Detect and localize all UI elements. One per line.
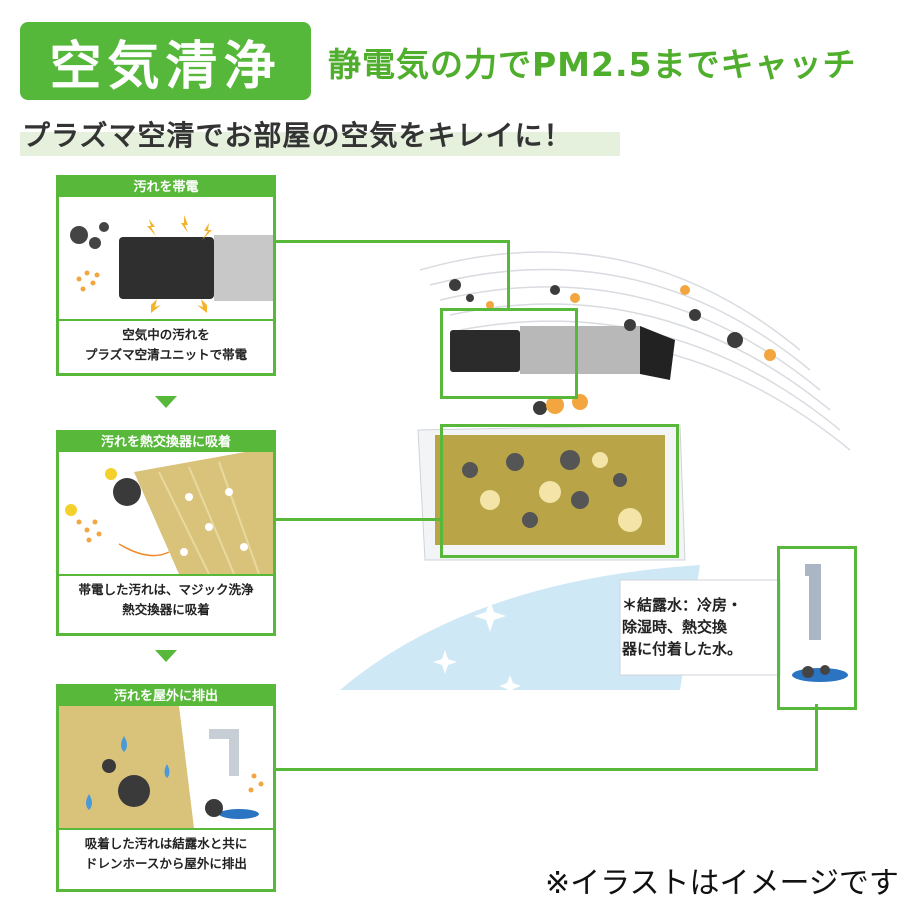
note-line-2: 除湿時、熱交換 bbox=[622, 618, 728, 636]
step-caption-line-1: 吸着した汚れは結露水と共に bbox=[84, 836, 248, 851]
plasma-unit-icon bbox=[450, 330, 520, 372]
step-caption-line-2: プラズマ空清ユニットで帯電 bbox=[84, 347, 248, 362]
step-panel-discharge: 汚れを屋外に排出 吸着した汚れは結露水と共に ドレンホースから屋外に排出 bbox=[56, 684, 276, 892]
down-arrow-icon bbox=[155, 650, 177, 662]
drain-hose-zoom-frame bbox=[777, 546, 857, 710]
cool-air-icon bbox=[340, 565, 700, 690]
connector-line-1b bbox=[507, 240, 510, 310]
step-title: 汚れを熱交換器に吸着 bbox=[59, 433, 273, 452]
subhead-highlight bbox=[20, 132, 620, 156]
heat-exchanger-zoom-frame bbox=[440, 424, 679, 558]
title-badge: 空気清浄 bbox=[20, 22, 311, 100]
down-arrow-icon bbox=[155, 396, 177, 408]
air-conditioner-illustration bbox=[340, 251, 851, 697]
headline: 静電気の力でPM2.5までキャッチ bbox=[328, 45, 857, 84]
connector-line-1 bbox=[270, 240, 510, 243]
note-line-1: ＊結露水：冷房・ bbox=[622, 596, 743, 614]
heat-exchanger-adsorb-icon bbox=[65, 452, 273, 574]
drain-hose-icon bbox=[792, 564, 848, 682]
step-title: 汚れを帯電 bbox=[59, 178, 273, 197]
illustration-footnote: ※イラストはイメージです bbox=[545, 866, 899, 901]
step-panel-adsorb: 汚れを熱交換器に吸着 帯電した汚れは、マジック洗浄 熱交換器に吸着 bbox=[56, 430, 276, 636]
step-caption-line-2: 熱交換器に吸着 bbox=[122, 602, 210, 617]
plasma-charge-icon bbox=[70, 215, 273, 313]
step-caption-line-2: ドレンホースから屋外に排出 bbox=[85, 856, 247, 871]
step-illustration bbox=[59, 452, 273, 576]
condensation-note: ＊結露水：冷房・ 除湿時、熱交換 器に付着した水。 bbox=[622, 594, 742, 660]
step-title: 汚れを屋外に排出 bbox=[59, 687, 273, 706]
connector-line-2 bbox=[270, 518, 442, 521]
connector-line-3 bbox=[270, 768, 818, 771]
step-caption-line-1: 帯電した汚れは、マジック洗浄 bbox=[78, 582, 254, 597]
note-line-3: 器に付着した水。 bbox=[622, 640, 743, 658]
plasma-unit-zoom-frame bbox=[440, 308, 578, 399]
step-panel-charge: 汚れを帯電 空気中の汚れを プラズマ空清ユニットで帯電 bbox=[56, 175, 276, 376]
step-caption-line-1: 空気中の汚れを bbox=[122, 327, 210, 342]
subheading: プラズマ空清でお部屋の空気をキレイに！ bbox=[22, 119, 573, 152]
drain-discharge-icon bbox=[59, 706, 264, 828]
step-illustration bbox=[59, 706, 273, 830]
connector-line-3b bbox=[815, 704, 818, 770]
step-illustration bbox=[59, 197, 273, 321]
